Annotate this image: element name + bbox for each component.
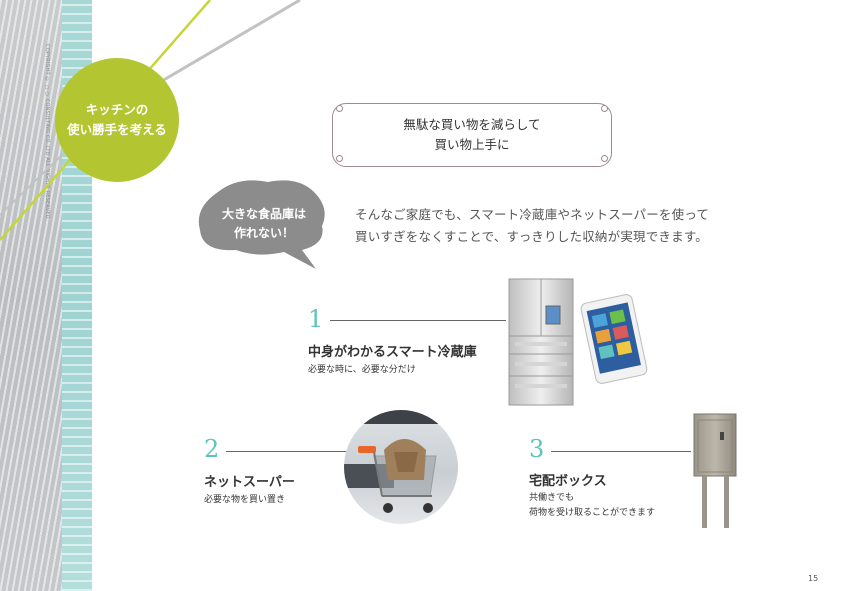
frame-dot-icon	[601, 105, 608, 112]
section-badge: キッチンの 使い勝手を考える	[55, 58, 179, 182]
frame-dot-icon	[336, 105, 343, 112]
item-rule-3	[551, 451, 691, 452]
item-desc-3a: 共働きでも	[529, 493, 575, 503]
intro-line-2: 買いすぎをなくすことで、すっきりした収納が実現できます。	[355, 229, 708, 244]
speech-text: 大きな食品庫は 作れない！	[206, 205, 322, 243]
item-desc-2: 必要な物を買い置き	[204, 495, 286, 505]
title-line-1: 無駄な買い物を減らして	[403, 117, 541, 132]
item-heading-2: ネットスーパー	[204, 475, 295, 490]
title-frame: 無駄な買い物を減らして 買い物上手に	[332, 103, 612, 167]
frame-dot-icon	[336, 155, 343, 162]
badge-line-1: キッチンの	[85, 102, 149, 117]
item-number-3: 3	[529, 435, 545, 463]
title-line-2: 買い物上手に	[434, 137, 510, 152]
item-heading-3: 宅配ボックス	[529, 474, 607, 489]
intro-line-1: そんなご家庭でも、スマート冷蔵庫やネットスーパーを使って	[355, 207, 710, 222]
page-number: 15	[808, 574, 819, 583]
item-rule-2	[226, 451, 352, 452]
delivery-box-image	[693, 413, 737, 528]
item-heading-1: 中身がわかるスマート冷蔵庫	[308, 345, 477, 360]
speech-line-1: 大きな食品庫は	[221, 207, 306, 221]
item-number-2: 2	[204, 435, 220, 463]
left-pattern-strip	[0, 0, 62, 591]
item-number-1: 1	[308, 305, 324, 333]
speech-line-2: 作れない！	[233, 226, 294, 240]
tablet-image	[580, 294, 648, 384]
copyright-text: COPYRIGHT © ○○ CONSULTING CO.,LTD ALL RI…	[44, 44, 50, 221]
item-desc-3b: 荷物を受け取ることができます	[529, 508, 656, 518]
item-desc-1: 必要な時に、必要な分だけ	[308, 365, 416, 375]
frame-dot-icon	[601, 155, 608, 162]
shopping-cart-image	[344, 410, 458, 524]
item-rule-1	[330, 320, 506, 321]
intro-paragraph: そんなご家庭でも、スマート冷蔵庫やネットスーパーを使って 買いすぎをなくすことで…	[355, 204, 709, 248]
speech-bubble	[198, 180, 325, 269]
smart-fridge-image	[508, 278, 574, 406]
badge-line-2: 使い勝手を考える	[67, 122, 167, 137]
